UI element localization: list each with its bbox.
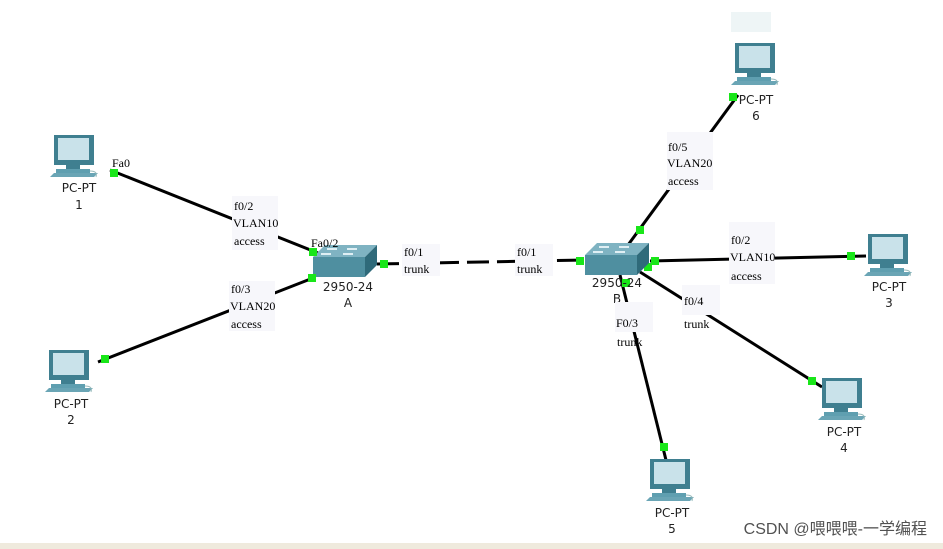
switch-icon	[584, 242, 650, 276]
note-line: f0/2	[731, 233, 750, 247]
note-line: access	[668, 174, 699, 188]
link-light	[808, 377, 816, 385]
pc-icon	[645, 458, 695, 502]
note-line: VLAN10	[233, 216, 278, 230]
note-line: trunk	[517, 262, 542, 276]
device-name: 1	[75, 198, 83, 212]
port-label-swA-fa02: Fa0/2	[311, 236, 338, 250]
link-light	[308, 274, 316, 282]
pc-3[interactable]: PC-PT 3	[863, 233, 913, 310]
link-light	[309, 248, 317, 256]
link-light	[622, 279, 630, 287]
note-line: trunk	[617, 335, 642, 349]
note-line: trunk	[404, 262, 429, 276]
link-light	[110, 169, 118, 177]
note-swA-pc1: f0/2 VLAN10 access	[232, 196, 278, 250]
note-swB-pc4: f0/4 trunk	[682, 285, 720, 331]
note-line: f0/1	[404, 245, 423, 259]
link-light	[380, 260, 388, 268]
device-model: 2950-24	[592, 276, 642, 290]
device-type: PC-PT	[872, 280, 907, 294]
note-swB-pc3: f0/2 VLAN10 access	[729, 222, 775, 284]
note-line: access	[234, 234, 265, 248]
link-light	[644, 263, 652, 271]
device-name: B	[613, 292, 621, 306]
link-light	[651, 257, 659, 265]
device-name: 6	[752, 109, 760, 123]
switch-b[interactable]: 2950-24 B	[584, 242, 650, 306]
note-swA-pc2: f0/3 VLAN20 access	[229, 281, 275, 331]
device-model: 2950-24	[323, 280, 373, 294]
device-name: 4	[840, 441, 848, 455]
watermark: CSDN @喂喂喂-一学编程	[743, 521, 927, 538]
pc-icon	[730, 42, 780, 86]
note-swB-pc6: f0/5 VLAN20 access	[667, 132, 713, 190]
link-light	[636, 226, 644, 234]
link-light	[847, 252, 855, 260]
device-name: A	[344, 296, 353, 310]
pc-2[interactable]: PC-PT 2	[44, 349, 94, 427]
device-type: PC-PT	[54, 397, 89, 411]
device-type: PC-PT	[62, 181, 97, 195]
switch-a[interactable]: 2950-24 A	[312, 244, 378, 310]
note-line: VLAN10	[730, 250, 775, 264]
note-line: f0/4	[684, 294, 703, 308]
note-line: VLAN20	[667, 156, 712, 170]
note-line: f0/3	[231, 282, 250, 296]
pc-6[interactable]: PC-PT 6	[730, 42, 780, 123]
link-swB-pc4[interactable]	[639, 270, 823, 389]
pc-5[interactable]: PC-PT 5	[645, 458, 695, 536]
device-type: PC-PT	[827, 425, 862, 439]
link-light	[576, 257, 584, 265]
note-swB-trunk: f0/1 trunk	[515, 244, 553, 276]
note-line: f0/2	[234, 199, 253, 213]
note-line: access	[731, 269, 762, 283]
link-status-lights	[101, 93, 855, 451]
pc-4[interactable]: PC-PT 4	[817, 377, 867, 455]
note-line: F0/3	[616, 316, 638, 330]
note-line: access	[231, 317, 262, 331]
note-line: VLAN20	[230, 299, 275, 313]
pc-icon	[863, 233, 913, 277]
pc-icon	[49, 134, 99, 178]
pc-icon	[817, 377, 867, 421]
faded-device-icon	[731, 12, 771, 32]
device-name: 3	[885, 296, 893, 310]
note-line: trunk	[684, 317, 709, 331]
pc-1[interactable]: PC-PT 1	[49, 134, 99, 212]
note-line: f0/5	[668, 140, 687, 154]
note-line: f0/1	[517, 245, 536, 259]
device-name: 5	[668, 522, 676, 536]
bottom-strip	[0, 543, 943, 549]
link-light	[660, 443, 668, 451]
device-type: PC-PT	[655, 506, 690, 520]
link-light	[729, 93, 737, 101]
link-pc2-swA[interactable]	[97, 276, 314, 364]
link-light	[101, 355, 109, 363]
device-type: PC-PT	[739, 93, 774, 107]
device-name: 2	[67, 413, 75, 427]
note-swA-trunk: f0/1 trunk	[402, 244, 440, 276]
link-pc1-swA[interactable]	[109, 168, 319, 255]
pc-icon	[44, 349, 94, 393]
note-swB-pc5: F0/3 trunk	[615, 302, 653, 349]
port-label-pc1: Fa0	[112, 156, 130, 170]
